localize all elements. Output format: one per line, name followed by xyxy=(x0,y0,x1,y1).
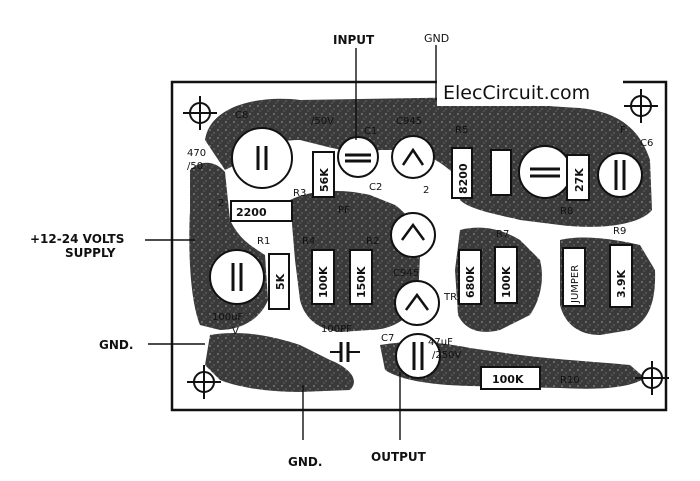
label-c8: C8 xyxy=(235,110,248,121)
transistor-mid xyxy=(390,212,436,258)
brand-banner xyxy=(437,78,623,106)
mounting-hole-top-left xyxy=(183,96,217,130)
label-470: 470 xyxy=(187,148,206,159)
label-100pf: 100PF xyxy=(321,324,352,335)
output-label: OUTPUT xyxy=(371,450,427,464)
value-680k: 680K xyxy=(464,266,477,298)
label-c945-mid: C945 xyxy=(393,268,419,279)
supply-label-line2: SUPPLY xyxy=(65,246,116,260)
resistor-820 xyxy=(451,147,473,199)
resistor-3-9k xyxy=(609,244,633,308)
supply-label-line1: +12-24 VOLTS xyxy=(30,232,124,246)
label-r4: R4 xyxy=(302,236,315,247)
resistor-27k xyxy=(566,154,590,201)
value-820: 8200 xyxy=(457,163,470,194)
label-r7: R7 xyxy=(496,229,509,240)
value-27k: 27K xyxy=(573,168,586,192)
component-labels: C8 470 /50 /50V C1 C945 R5 F C6 R8 R3 2 … xyxy=(187,110,653,386)
capacitor-c1 xyxy=(337,136,379,178)
capacitor-right-top xyxy=(518,145,572,199)
gnd-bottom-label: GND. xyxy=(288,455,322,469)
label-47uf: 47uF xyxy=(428,337,453,348)
label-r5: R5 xyxy=(455,125,468,136)
label-50: /50 xyxy=(187,161,203,172)
label-r9: R9 xyxy=(613,226,626,237)
label-r10: R10 xyxy=(560,375,580,386)
label-tr2: 2 xyxy=(423,185,429,196)
label-v: V xyxy=(232,326,239,337)
transistor-top xyxy=(391,135,435,179)
label-100uf: 100uF xyxy=(212,312,243,323)
copper-region-bottom xyxy=(205,333,354,392)
label-c1: C1 xyxy=(364,126,377,137)
resistor-r5-unlabeled xyxy=(490,149,512,196)
capacitor-c6 xyxy=(597,152,643,198)
mounting-hole-bottom-left xyxy=(187,365,221,399)
label-250v: /250V xyxy=(432,350,461,361)
transistor-bottom xyxy=(394,280,440,326)
label-f: F xyxy=(620,125,626,136)
value-100k-c: 100K xyxy=(492,373,524,386)
mounting-hole-top-right xyxy=(624,89,658,123)
resistor-100k-b xyxy=(494,246,518,304)
resistor-680k xyxy=(458,249,482,305)
value-100k-b: 100K xyxy=(500,266,513,298)
label-c945-top: C945 xyxy=(396,116,422,127)
resistor-5k xyxy=(268,253,290,310)
label-r2: R2 xyxy=(366,236,379,247)
resistor-56k xyxy=(312,151,335,198)
resistor-150k xyxy=(349,249,373,305)
resistor-100k-c xyxy=(480,366,541,390)
gnd-left-label: GND. xyxy=(99,338,133,352)
value-jumper: JUMPER xyxy=(570,265,581,304)
label-r3: R3 xyxy=(293,188,306,199)
copper-region-bottom-center xyxy=(380,342,645,389)
label-50v: /50V xyxy=(311,116,334,127)
capacitor-supply xyxy=(209,249,265,305)
label-2: 2 xyxy=(218,198,224,209)
gnd-top-label: GND xyxy=(424,32,449,45)
jumper-wire xyxy=(562,247,586,307)
label-pf: PF xyxy=(338,205,350,216)
resistor-2200 xyxy=(230,200,293,222)
label-c7: C7 xyxy=(381,333,394,344)
label-c2: C2 xyxy=(369,182,382,193)
value-2200: 2200 xyxy=(236,206,267,219)
brand-logo-text: ElecCircuit.com xyxy=(443,82,590,104)
value-3-9k: 3.9K xyxy=(615,270,628,298)
label-c6: C6 xyxy=(640,138,653,149)
value-100k-a: 100K xyxy=(317,266,330,298)
value-56k: 56K xyxy=(318,168,331,192)
resistor-100k-a xyxy=(311,249,335,305)
label-r8: R8 xyxy=(560,206,573,217)
mounting-hole-bottom-right xyxy=(635,361,669,395)
capacitor-c8 xyxy=(231,127,293,189)
pointer-lines xyxy=(145,45,437,440)
capacitor-100pf xyxy=(330,342,360,362)
value-150k: 150K xyxy=(355,266,368,298)
label-r1: R1 xyxy=(257,236,270,247)
value-5k: 5K xyxy=(274,273,287,290)
capacitor-c7 xyxy=(395,333,441,379)
input-label: INPUT xyxy=(333,33,375,47)
label-tr: TR xyxy=(443,292,457,303)
